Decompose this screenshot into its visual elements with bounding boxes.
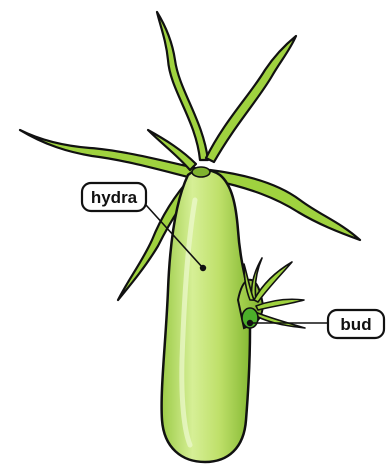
tentacle-upper-right xyxy=(206,36,296,162)
leader-dot-bud xyxy=(247,320,253,326)
label-bud: bud xyxy=(247,310,384,338)
label-text-hydra: hydra xyxy=(91,188,138,207)
hydra-body-shape xyxy=(162,170,250,462)
leader-dot-hydra xyxy=(200,265,206,271)
bud-tentacle-4 xyxy=(255,312,305,328)
bud-tentacle-2 xyxy=(254,262,292,302)
tentacle-left xyxy=(20,130,195,178)
tentacle-top xyxy=(157,12,208,160)
hydra-mouth xyxy=(192,167,210,177)
hydra-bud xyxy=(238,258,305,328)
label-text-bud: bud xyxy=(340,315,371,334)
